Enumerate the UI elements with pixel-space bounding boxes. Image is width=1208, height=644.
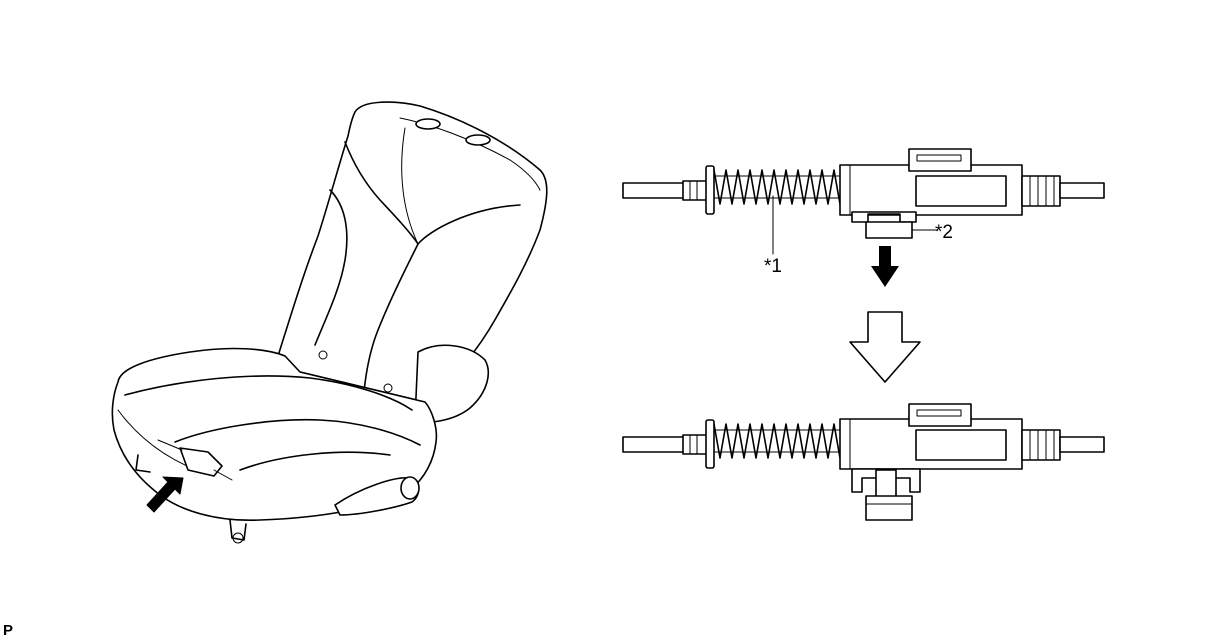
figure-code: P — [3, 622, 14, 639]
seat-illustration — [111, 101, 548, 544]
cushion-piping-front — [124, 375, 413, 411]
connector-locked — [622, 148, 1105, 255]
seatback-shell — [277, 101, 548, 403]
seat-foot — [135, 454, 151, 473]
grommet — [682, 180, 708, 201]
bellows-spring — [713, 423, 841, 459]
bellows-spring — [713, 169, 841, 205]
push-down-arrow — [871, 246, 899, 287]
location-arrow — [146, 476, 184, 513]
wire-left — [622, 436, 686, 453]
seatback-inner-seam — [401, 127, 419, 245]
release-tab-button — [865, 495, 913, 521]
recliner-cover — [414, 344, 489, 423]
bellows-flange — [705, 165, 715, 215]
housing-window — [915, 429, 1007, 461]
release-tab-button — [865, 221, 913, 239]
headrest-guide-left — [415, 118, 441, 130]
wire-left — [622, 182, 686, 199]
seatback-bolt — [383, 383, 393, 393]
seatback-bolt — [318, 350, 328, 360]
seat-connector — [179, 447, 223, 477]
top-latch — [908, 403, 972, 427]
callout-bellows: *1 — [764, 256, 782, 277]
bellows-flange — [705, 419, 715, 469]
seatback-center-seam — [417, 204, 521, 245]
cushion-piping-inner — [239, 451, 391, 471]
top-latch-slot — [916, 409, 962, 417]
seatback-right-contour — [363, 243, 419, 393]
callout-release-tab: *2 — [935, 222, 953, 243]
lever-knob — [400, 476, 420, 500]
grommet — [682, 434, 708, 455]
connector-released — [622, 403, 1105, 521]
release-tab-clip — [851, 468, 921, 493]
seat-track — [229, 519, 247, 541]
seatback-left-contour — [314, 189, 348, 346]
seat-harness — [157, 439, 233, 481]
seat-track-bolt — [232, 532, 244, 544]
seatback-front-panel — [344, 141, 419, 245]
wire-right — [1059, 182, 1105, 199]
headrest-guide-right — [465, 134, 491, 146]
top-latch-slot — [916, 154, 962, 162]
transition-arrow — [849, 311, 921, 383]
wire-right — [1059, 436, 1105, 453]
housing-window — [915, 175, 1007, 207]
top-latch — [908, 148, 972, 172]
release-tab — [851, 211, 917, 223]
cushion-piping-center — [174, 418, 421, 446]
